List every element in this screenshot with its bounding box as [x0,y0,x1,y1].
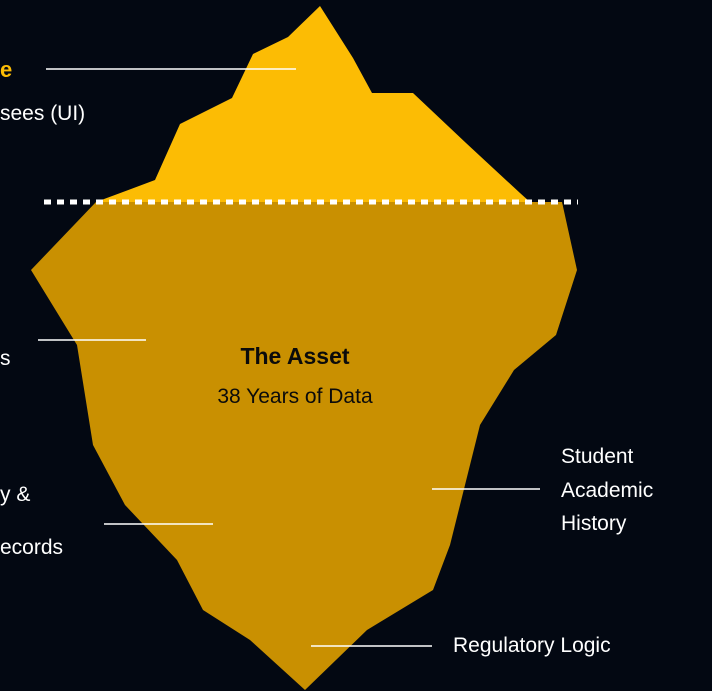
top-label-title: e [0,57,13,82]
center-subtitle: 38 Years of Data [217,385,373,408]
left-lower-label-line1: y & [0,483,31,506]
right-label-line3: History [561,512,627,535]
bottom-right-label: Regulatory Logic [453,634,611,657]
right-label-line1: Student [561,445,634,468]
top-label-subtitle: sees (UI) [0,102,86,125]
left-lower-label-line2: ecords [0,536,64,559]
iceberg-body [31,202,577,690]
left-label: s [0,347,11,370]
center-title: The Asset [240,343,350,369]
iceberg-tip [96,6,530,202]
right-label-line2: Academic [561,479,654,502]
